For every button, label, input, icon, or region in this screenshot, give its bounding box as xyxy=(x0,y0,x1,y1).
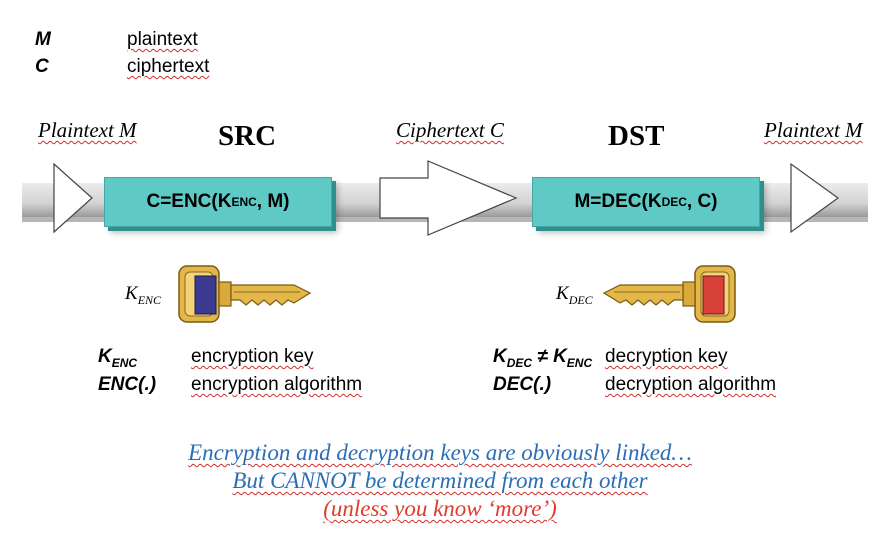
def-left-text-encryption-algorithm: encryption algorithm xyxy=(191,374,363,395)
legend-text-ciphertext: ciphertext xyxy=(127,56,210,77)
src-key-label-main: K xyxy=(125,283,138,304)
src-formula-pre: C=ENC(K xyxy=(146,191,232,212)
def-left-sym-sub: ENC xyxy=(111,355,138,370)
legend-symbol-m: M xyxy=(35,29,51,50)
dst-formula-post: , C) xyxy=(686,191,718,212)
dst-key-label-sub: DEC xyxy=(568,292,593,307)
decryption-key-icon xyxy=(602,265,736,323)
message-line-3: (unless you know ‘more’) xyxy=(323,496,557,521)
def-right-text-decryption-key: decryption key xyxy=(605,346,728,367)
message-line-1: Encryption and decryption keys are obvio… xyxy=(188,440,692,465)
def-left-symbol-kenc: KENC xyxy=(98,346,137,370)
def-right-sym-main: K xyxy=(493,346,507,367)
def-right-symbol-kdec-neq-kenc: KDEC ≠ KENC xyxy=(493,346,592,370)
def-right-sym-sub: DEC xyxy=(506,355,533,370)
legend-text-plaintext: plaintext xyxy=(127,29,198,50)
flow-label-plaintext-in: Plaintext M xyxy=(38,118,137,142)
dst-key-label-main: K xyxy=(556,283,569,304)
src-key-label-sub: ENC xyxy=(137,292,162,307)
dst-title: DST xyxy=(608,120,665,152)
dst-key-label: KDEC xyxy=(556,283,593,308)
def-left-sym-main: K xyxy=(98,346,112,367)
message-line-2: But CANNOT be determined from each other xyxy=(232,468,648,493)
def-right-symbol-dec: DEC(.) xyxy=(493,374,552,395)
src-formula-post: , M) xyxy=(256,191,290,212)
flow-label-ciphertext: Ciphertext C xyxy=(396,118,504,142)
dst-formula-sub: DEC xyxy=(661,195,687,209)
src-formula-sub: ENC xyxy=(231,195,257,209)
def-left-symbol-enc: ENC(.) xyxy=(98,374,157,395)
encryption-key-icon xyxy=(178,265,312,323)
src-title: SRC xyxy=(218,120,277,152)
def-right-sym-sub2: ENC xyxy=(566,355,593,370)
flow-label-plaintext-out: Plaintext M xyxy=(764,118,863,142)
def-right-text-decryption-algorithm: decryption algorithm xyxy=(605,374,777,395)
dst-formula-pre: M=DEC(K xyxy=(574,191,662,212)
def-left-text-encryption-key: encryption key xyxy=(191,346,314,367)
output-arrow-icon xyxy=(790,162,840,234)
legend-symbol-c: C xyxy=(35,56,49,77)
def-right-neq: ≠ K xyxy=(532,346,567,367)
input-arrow-icon xyxy=(53,162,93,234)
ciphertext-arrow-icon xyxy=(379,160,518,236)
src-key-label: KENC xyxy=(125,283,161,308)
